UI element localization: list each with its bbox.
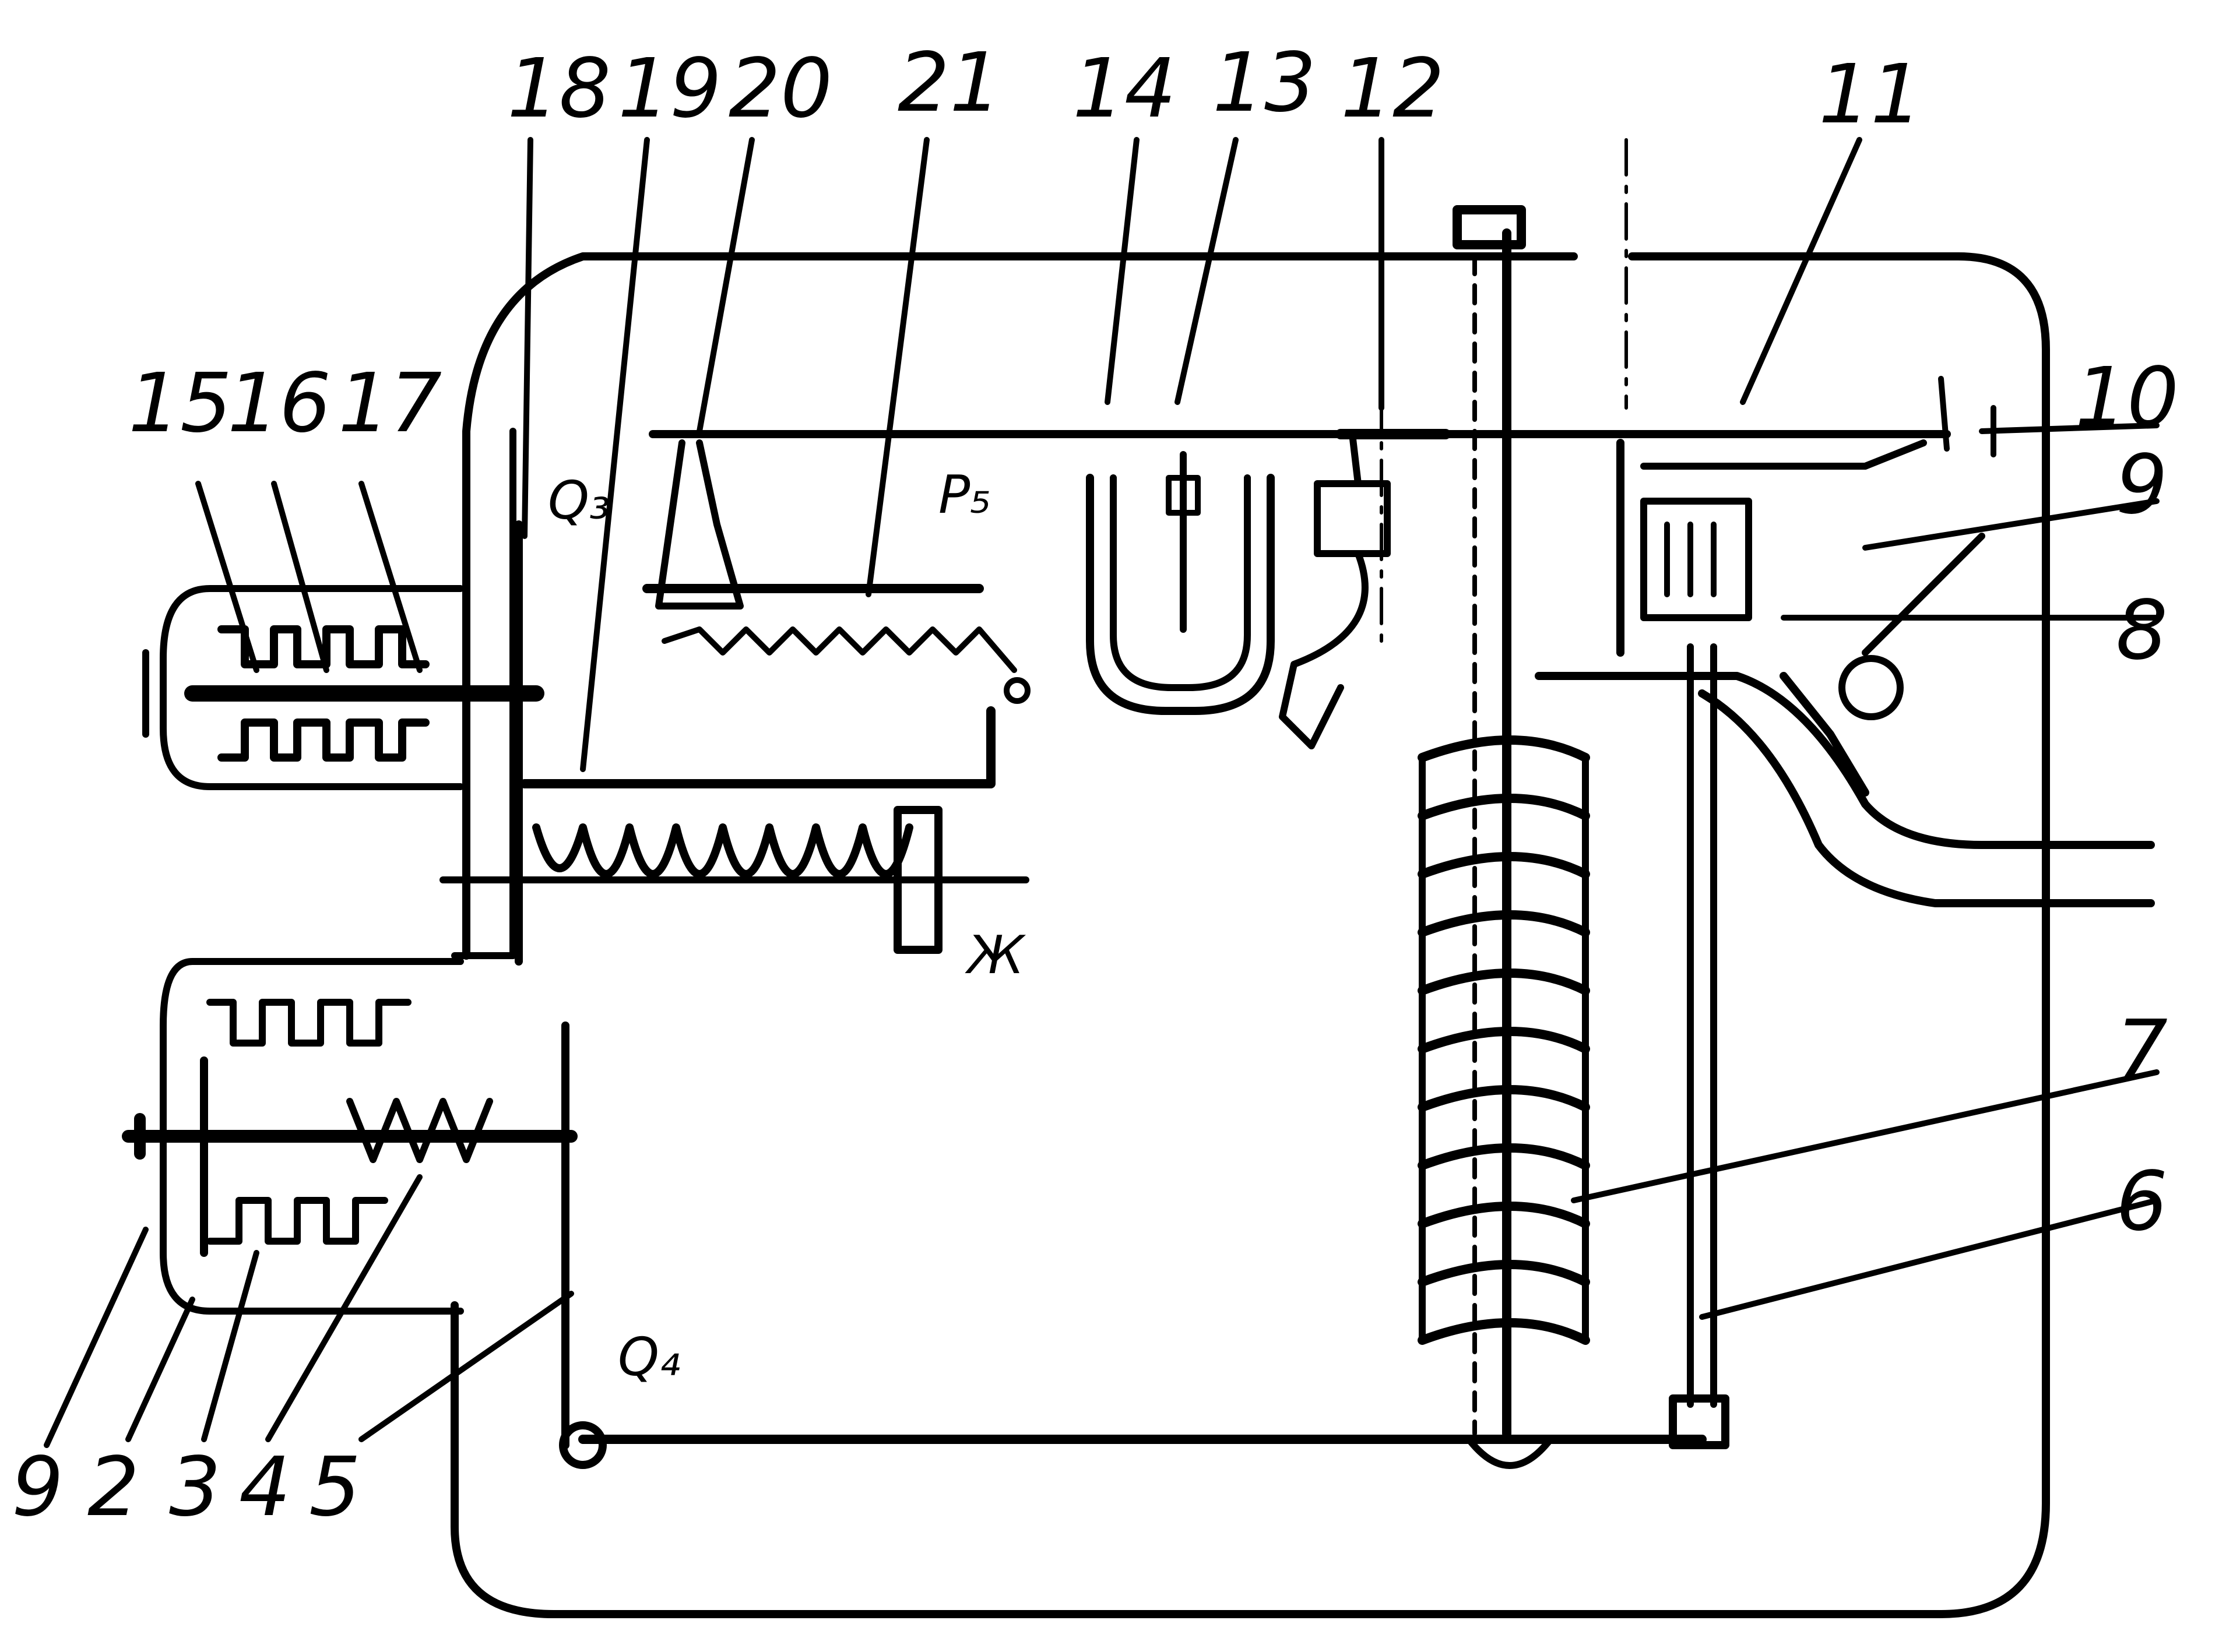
label-21: 21 — [898, 36, 1001, 131]
part-labels: 9 2 3 4 5 6 7 8 9 10 11 12 13 14 15 16 1… — [12, 36, 2179, 1535]
label-13: 13 — [1212, 36, 1316, 131]
u-tube-manometer — [1086, 451, 1275, 715]
label-20: 20 — [729, 41, 832, 136]
label-18: 18 — [507, 41, 611, 136]
outlet-pipe — [1535, 672, 2155, 907]
label-16: 16 — [227, 356, 331, 451]
symbol-p5: P₅ — [938, 464, 991, 526]
valve-device-12 — [1279, 429, 1451, 749]
housing-outline — [451, 252, 2050, 1618]
lower-left-cylinder — [122, 958, 578, 1315]
label-9-left: 9 — [12, 1440, 64, 1535]
vertical-spindle-spring — [1418, 205, 1590, 1469]
bottom-right-pivot — [1669, 1394, 1729, 1449]
label-7: 7 — [2116, 1003, 2168, 1098]
label-6: 6 — [2116, 1154, 2168, 1249]
upper-left-cylinder — [142, 585, 544, 790]
label-10: 10 — [2075, 350, 2179, 445]
label-12: 12 — [1341, 41, 1444, 136]
label-19: 19 — [618, 41, 722, 136]
label-9-right: 9 — [2116, 438, 2168, 533]
label-14: 14 — [1072, 41, 1176, 136]
bottom-lever-pivot — [559, 1421, 607, 1469]
label-3: 3 — [169, 1440, 221, 1535]
label-17: 17 — [338, 356, 442, 451]
horizontal-spring-assembly — [439, 706, 1029, 954]
leader-lines — [44, 137, 2160, 1448]
symbol-q3: Q₃ — [548, 470, 610, 531]
label-15: 15 — [128, 356, 232, 451]
symbol-annotations: Q₃ Q₄ P₅ Ж — [548, 464, 1026, 1388]
symbol-m: Ж — [965, 925, 1026, 986]
symbol-q4: Q₄ — [618, 1327, 680, 1388]
label-11: 11 — [1819, 47, 1922, 142]
right-vertical-rod — [1687, 643, 1717, 1408]
right-valve-block — [1616, 376, 1996, 720]
label-2: 2 — [87, 1440, 139, 1535]
label-8: 8 — [2116, 583, 2168, 678]
label-4: 4 — [239, 1440, 291, 1535]
small-spring-unit — [642, 439, 1031, 704]
label-5: 5 — [309, 1440, 361, 1535]
